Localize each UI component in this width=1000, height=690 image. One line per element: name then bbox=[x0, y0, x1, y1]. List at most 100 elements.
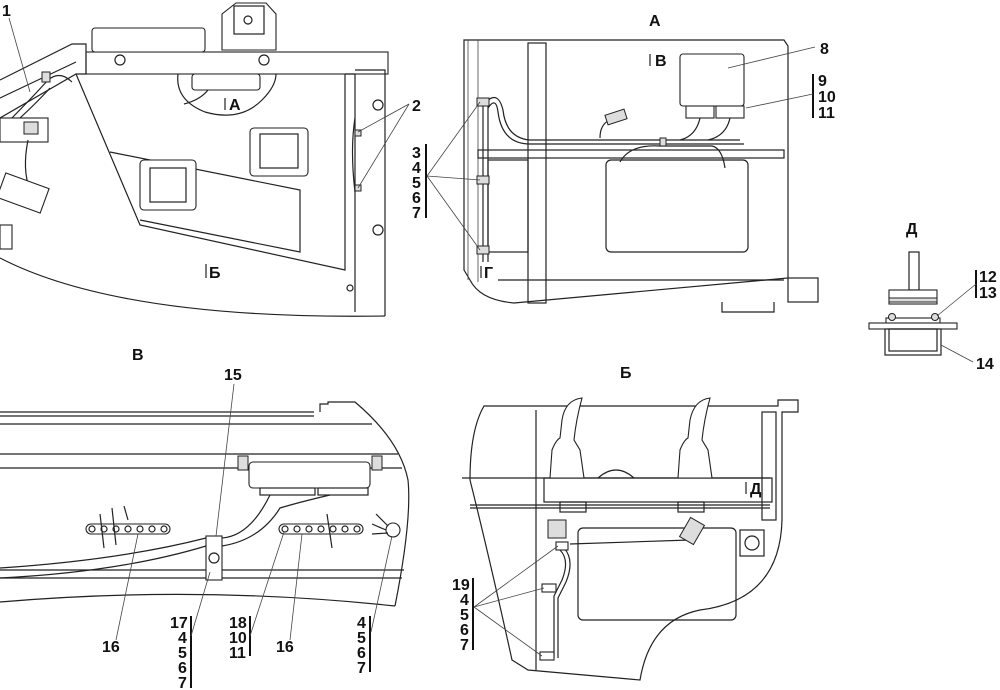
joystick-right bbox=[677, 397, 713, 479]
screw bbox=[305, 525, 313, 533]
bolt bbox=[372, 224, 384, 236]
side-bar bbox=[351, 117, 356, 193]
control-unit bbox=[191, 73, 261, 91]
callout-2: 2 bbox=[412, 98, 421, 115]
callout-4: 4 bbox=[178, 630, 187, 647]
harness bbox=[553, 549, 567, 658]
leader-line bbox=[426, 175, 481, 181]
door-handle bbox=[249, 127, 309, 177]
callout-17: 17 bbox=[170, 615, 188, 632]
bracket-hole bbox=[243, 15, 253, 25]
leader-line bbox=[215, 383, 235, 537]
top-beam bbox=[85, 51, 389, 75]
marker-view-v: В bbox=[655, 53, 667, 70]
terminal-strip-16 bbox=[278, 523, 364, 535]
door-opening bbox=[577, 527, 737, 621]
beam-hole bbox=[114, 54, 126, 66]
harness bbox=[0, 494, 331, 579]
view-b-title: Б bbox=[620, 365, 632, 382]
wire-ends bbox=[99, 505, 129, 549]
leader-line bbox=[745, 93, 814, 109]
callout-7: 7 bbox=[357, 660, 366, 677]
marker-view-b: Б bbox=[209, 265, 221, 282]
harness bbox=[569, 539, 691, 545]
side-opening bbox=[487, 159, 529, 253]
callout-group-17: 17 4 5 6 7 bbox=[170, 615, 188, 690]
bracket bbox=[677, 501, 705, 513]
wire-end bbox=[326, 513, 333, 549]
bolt bbox=[208, 552, 220, 564]
ground-point bbox=[385, 522, 401, 538]
leader-line bbox=[936, 283, 977, 317]
arm-edge bbox=[0, 61, 77, 99]
connector bbox=[23, 121, 39, 135]
panel-outline bbox=[463, 39, 789, 304]
screw bbox=[124, 525, 132, 533]
mount-bracket bbox=[221, 2, 277, 51]
callout-group-19: 19 4 5 6 7 bbox=[452, 577, 470, 654]
panel-frame bbox=[355, 69, 386, 316]
screw bbox=[353, 525, 361, 533]
connector-block bbox=[715, 105, 745, 119]
clamp bbox=[476, 245, 490, 255]
connector bbox=[678, 516, 706, 546]
callout-19: 19 bbox=[452, 577, 470, 594]
bolt bbox=[372, 99, 384, 111]
screw bbox=[88, 525, 96, 533]
top-box bbox=[91, 27, 206, 53]
view-v-title: В bbox=[132, 347, 144, 364]
plug-connector bbox=[604, 108, 628, 126]
marker-view-g: Г bbox=[484, 265, 493, 282]
callout-11: 11 bbox=[229, 645, 246, 662]
clamp bbox=[541, 583, 557, 593]
harness bbox=[0, 494, 271, 569]
screw bbox=[317, 525, 325, 533]
wire bbox=[679, 117, 701, 141]
left-arm bbox=[0, 43, 87, 119]
joystick-left bbox=[549, 397, 585, 479]
inner-panel bbox=[109, 151, 301, 253]
leader-line bbox=[249, 531, 285, 637]
mount-stud bbox=[237, 455, 249, 471]
callout-group-12-13: 12 13 bbox=[979, 269, 997, 302]
marker-view-d: Д bbox=[750, 481, 762, 498]
screw bbox=[341, 525, 349, 533]
leader-line bbox=[8, 17, 31, 93]
screw bbox=[931, 313, 939, 321]
leader-line bbox=[115, 533, 139, 641]
callout-6: 6 bbox=[178, 660, 187, 677]
wire bbox=[707, 117, 731, 141]
callout-8: 8 bbox=[820, 41, 829, 58]
view-v: В 15 16 16 bbox=[0, 347, 410, 690]
callout-6: 6 bbox=[357, 645, 366, 662]
leader-line bbox=[426, 101, 481, 177]
leader-line bbox=[473, 587, 545, 608]
screw bbox=[293, 525, 301, 533]
foot bbox=[721, 302, 775, 313]
stem bbox=[908, 251, 920, 291]
wire-harness bbox=[485, 96, 740, 141]
crossbar bbox=[477, 149, 785, 159]
leader-line bbox=[190, 571, 211, 637]
view-d-title: Д bbox=[906, 221, 918, 238]
corner-bracket bbox=[787, 277, 819, 303]
clamp bbox=[659, 137, 667, 147]
side-part bbox=[0, 172, 50, 214]
bracket-inner bbox=[888, 328, 938, 352]
connector bbox=[547, 519, 567, 539]
callout-4: 4 bbox=[357, 615, 366, 632]
port-circle bbox=[744, 535, 760, 551]
callout-16-right: 16 bbox=[276, 639, 294, 656]
callout-6: 6 bbox=[460, 622, 469, 639]
callout-3: 3 bbox=[412, 145, 421, 162]
callout-5: 5 bbox=[412, 175, 421, 192]
leader-line bbox=[727, 46, 816, 69]
bottom-curve bbox=[0, 593, 396, 607]
terminal-screws bbox=[88, 525, 361, 533]
clamp bbox=[539, 651, 555, 661]
harness bbox=[557, 547, 571, 658]
screw bbox=[281, 525, 289, 533]
screw bbox=[100, 525, 108, 533]
screw bbox=[329, 525, 337, 533]
